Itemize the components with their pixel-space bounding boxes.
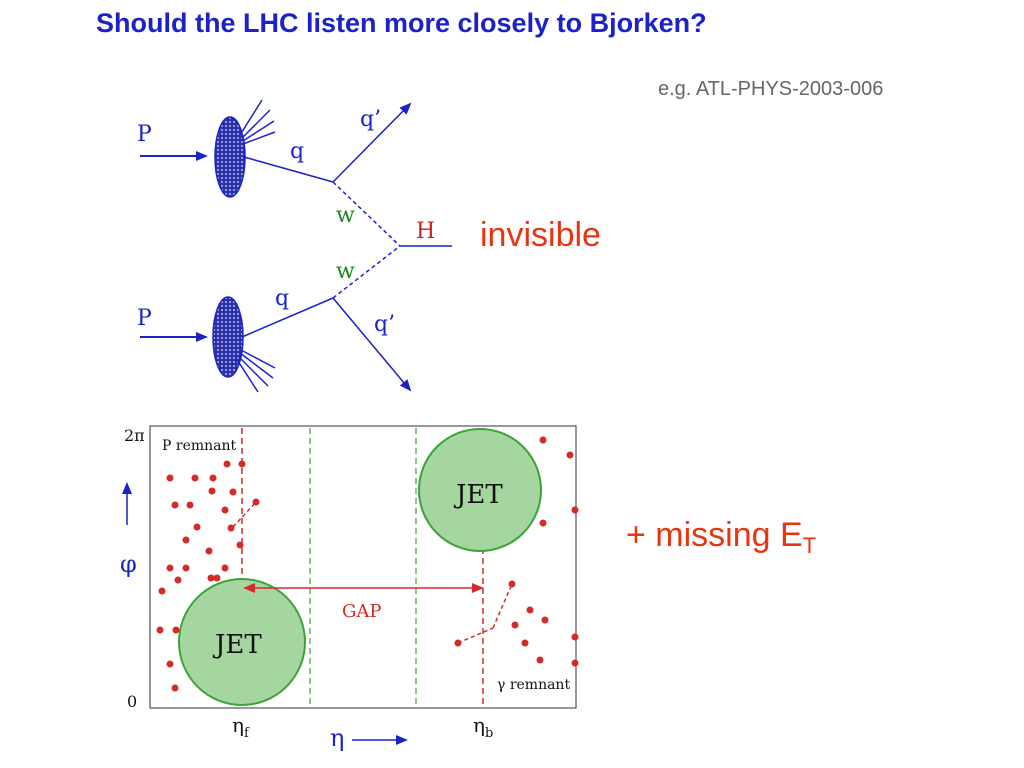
plot-frame	[149, 425, 577, 709]
quark-out-top-label: q’	[360, 107, 381, 132]
quark-out-top-line	[332, 102, 412, 183]
y-top-tick: 2π	[124, 426, 145, 445]
eta-f-symbol: η	[232, 713, 244, 737]
spray-bottom	[235, 349, 276, 393]
quark-out-bottom-line	[332, 297, 412, 392]
eta-b-label: ηb	[473, 713, 493, 741]
jet-low-circle	[178, 578, 306, 706]
eta-f-label: ηf	[232, 713, 250, 741]
boson-bottom-line	[332, 245, 401, 299]
boson-bottom-label: w	[336, 259, 355, 284]
boson-top-line	[332, 181, 401, 247]
eta-b-symbol: η	[473, 713, 485, 737]
quark-bottom-label: q	[275, 286, 289, 311]
quark-bottom-line	[241, 297, 334, 338]
proton-bottom-label: P	[137, 306, 152, 331]
track-bottom-right-a	[457, 627, 494, 644]
track-bottom-right-b	[492, 583, 513, 629]
proton-top-label: P	[137, 122, 152, 147]
jet-high-circle	[418, 428, 542, 552]
phi-axis-label: φ	[120, 550, 137, 578]
quark-top-line	[243, 156, 334, 183]
eta-axis-label: η	[330, 724, 344, 752]
missing-et-subscript: T	[802, 533, 817, 558]
p-remnant-label: P remnant	[162, 438, 237, 454]
eta-phi-plot: P remnant γ remnant JET JET GAP 2π 0 φ η…	[120, 425, 579, 752]
eta-b-subscript: b	[485, 726, 493, 741]
feynman-diagram: P P q q q’ q’ w w H	[137, 99, 452, 393]
y-bottom-tick: 0	[127, 692, 137, 711]
missing-et-text: + missing E	[626, 516, 803, 554]
remnant-dots	[156, 436, 579, 692]
gap-label: GAP	[342, 601, 382, 622]
jet-high-label: JET	[453, 480, 503, 510]
slide-title: Should the LHC listen more closely to Bj…	[96, 8, 707, 38]
reference-note: e.g. ATL-PHYS-2003-006	[658, 78, 884, 100]
gamma-remnant-label: γ remnant	[497, 677, 570, 693]
invisible-label: invisible	[480, 216, 601, 254]
missing-et-label: + missing ET	[626, 516, 816, 559]
boson-top-label: w	[336, 203, 355, 228]
eta-f-subscript: f	[244, 726, 250, 741]
quark-out-bottom-label: q’	[374, 312, 395, 337]
higgs-label: H	[416, 219, 435, 244]
proton-bottom-blob	[212, 296, 244, 378]
quark-top-label: q	[290, 139, 304, 164]
jet-low-label: JET	[212, 630, 262, 660]
spray-top	[239, 99, 276, 145]
proton-top-blob	[214, 116, 246, 198]
track-top-left	[232, 501, 257, 528]
